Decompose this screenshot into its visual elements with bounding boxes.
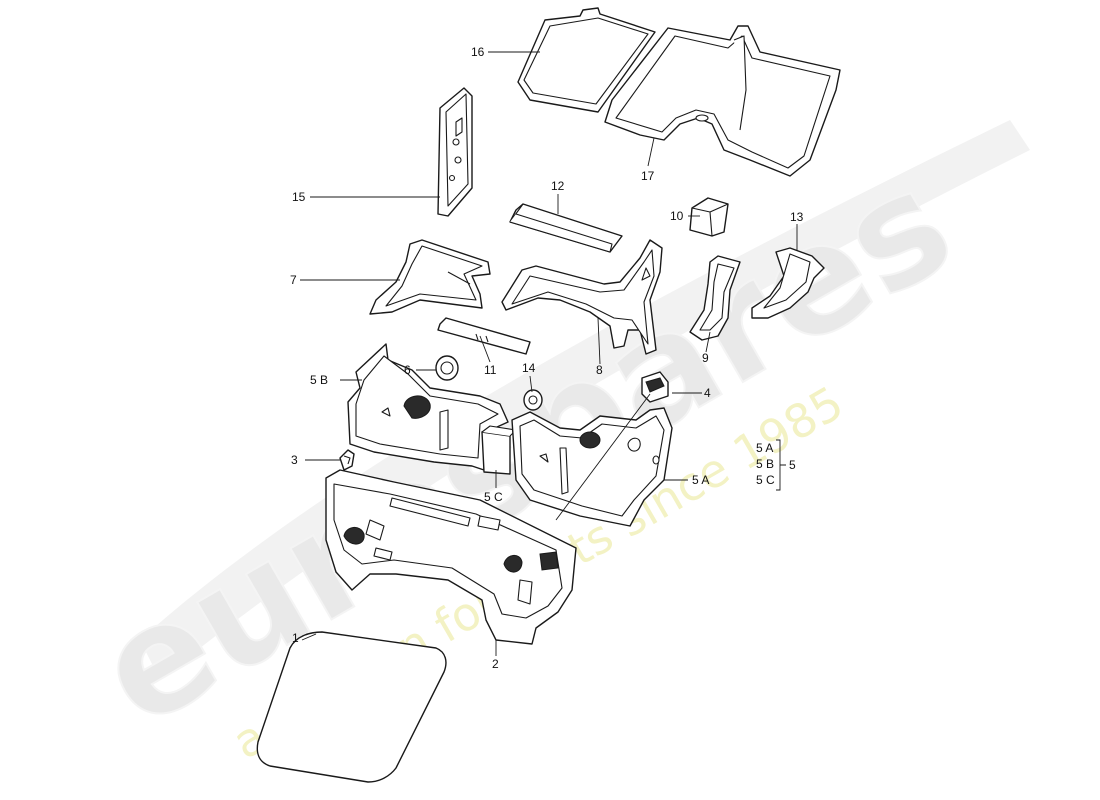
part-5a-firewall-right[interactable] [511, 407, 673, 527]
legend-bracket [776, 439, 786, 491]
part-4-pad[interactable] [641, 371, 669, 403]
callout-10: 10 [670, 209, 684, 223]
part-6-grommet[interactable] [435, 355, 459, 381]
callout-9: 9 [702, 351, 709, 365]
leader-lines [300, 51, 798, 656]
callout-6: 6 [404, 363, 411, 377]
part-16-mat[interactable] [517, 7, 656, 113]
part-1-floor-pad[interactable] [256, 631, 447, 783]
part-7-insulation[interactable] [369, 239, 491, 315]
callout-7: 7 [290, 273, 297, 287]
part-8-carpet-piece[interactable] [501, 239, 663, 355]
callout-3: 3 [291, 453, 298, 467]
callout-4: 4 [704, 386, 711, 400]
part-15-side-panel[interactable] [437, 87, 473, 217]
callout-1: 1 [292, 631, 299, 645]
part-9-bracket[interactable] [689, 255, 741, 341]
callout-15: 15 [292, 190, 306, 204]
callout-labels: 16 17 15 12 10 13 7 11 8 9 6 14 4 5 B 3 … [290, 45, 804, 671]
part-2-firewall[interactable] [325, 469, 577, 645]
part-14-plug[interactable] [523, 389, 543, 411]
callout-8: 8 [596, 363, 603, 377]
legend-item-5c: 5 C [756, 473, 775, 487]
callout-5b: 5 B [310, 373, 328, 387]
part-11-strip[interactable] [437, 317, 531, 355]
part-3-clip[interactable] [339, 449, 355, 471]
callout-16: 16 [471, 45, 485, 59]
callout-11: 11 [484, 363, 497, 377]
part-12-strip[interactable] [509, 203, 623, 253]
legend-item-5a: 5 A [756, 441, 773, 455]
legend-item-5b: 5 B [756, 457, 774, 471]
legend-group-label: 5 [789, 458, 796, 472]
part-17-floor-carpet[interactable] [604, 25, 841, 177]
callout-5a: 5 A [692, 473, 709, 487]
callout-17: 17 [641, 169, 655, 183]
legend-group-5: 5 A 5 B 5 C 5 [756, 439, 796, 491]
callout-12: 12 [551, 179, 565, 193]
callout-5c: 5 C [484, 490, 503, 504]
callout-14: 14 [522, 361, 536, 375]
part-10-block[interactable] [689, 197, 729, 237]
callout-2: 2 [492, 657, 499, 671]
part-5b-firewall-left[interactable] [347, 343, 509, 471]
part-13-curved-panel[interactable] [751, 247, 825, 319]
callout-13: 13 [790, 210, 804, 224]
